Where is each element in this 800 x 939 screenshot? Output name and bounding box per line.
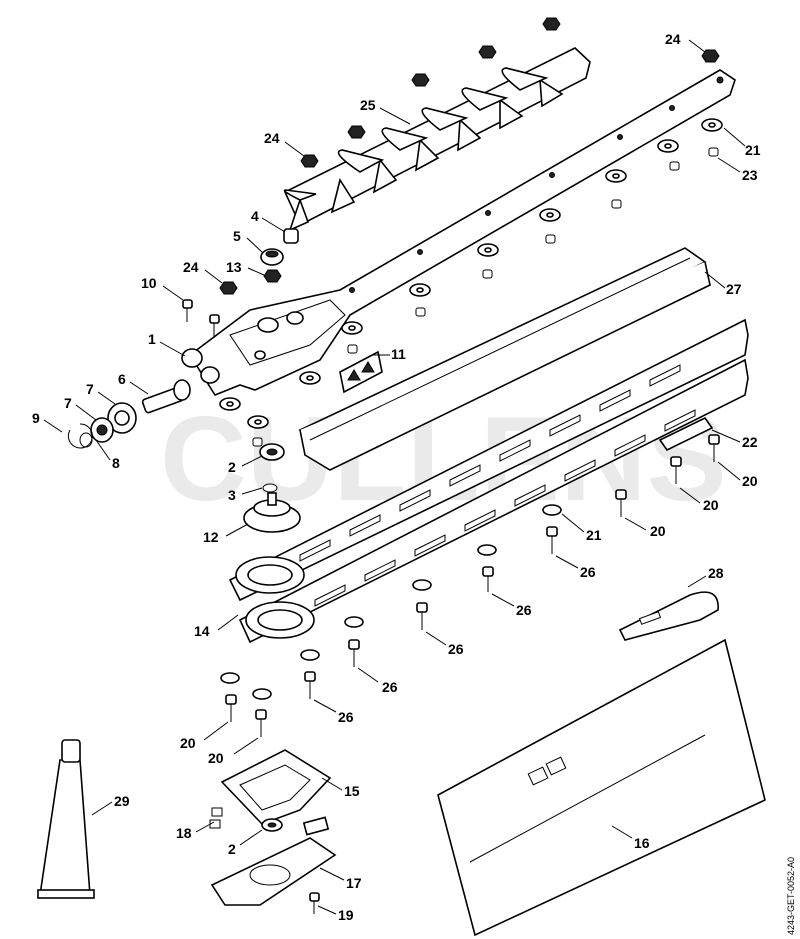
callout-15: 15 [344, 783, 360, 799]
callout-8: 8 [112, 455, 120, 471]
callout-2-lower: 2 [228, 841, 236, 857]
callout-20-left-a: 20 [180, 735, 196, 751]
callout-27: 27 [726, 281, 742, 297]
callout-28: 28 [708, 565, 724, 581]
plug-and-cap [260, 228, 299, 266]
callout-6: 6 [118, 371, 126, 387]
callout-22: 22 [742, 434, 758, 450]
warning-label [339, 350, 383, 394]
callout-20-right-a: 20 [742, 473, 758, 489]
callout-2-upper: 2 [228, 459, 236, 475]
callout-5: 5 [233, 228, 241, 244]
callout-13: 13 [226, 259, 242, 275]
blade-bar [298, 247, 711, 471]
callout-19: 19 [338, 907, 354, 923]
washer-group [219, 118, 723, 447]
callout-7-lower: 7 [64, 395, 72, 411]
callout-26-a: 26 [580, 564, 596, 580]
callout-20-left-b: 20 [208, 750, 224, 766]
cover-plate [209, 807, 337, 914]
callout-21-top: 21 [745, 142, 761, 158]
cutting-blade-upper [228, 318, 749, 602]
bearing-and-ring [259, 443, 285, 493]
callout-4: 4 [251, 208, 259, 224]
screw-group-top [182, 299, 220, 338]
callout-9: 9 [32, 410, 40, 426]
plate [658, 416, 714, 452]
callout-10: 10 [141, 275, 157, 291]
callout-layer: 24 21 23 25 24 4 5 24 13 27 10 1 11 6 7 … [32, 31, 761, 923]
callout-14: 14 [194, 623, 210, 639]
document-reference: 4243-GET-0052-A0 [786, 857, 796, 935]
callout-26-c: 26 [448, 641, 464, 657]
hex-nut-group [219, 17, 720, 295]
callout-20-right-c: 20 [650, 523, 666, 539]
gasket [220, 749, 332, 825]
callout-25: 25 [360, 97, 376, 113]
callout-23: 23 [742, 167, 758, 183]
cutting-blade-lower [238, 358, 749, 644]
callout-24-top-right: 24 [665, 31, 681, 47]
callout-18: 18 [176, 825, 192, 841]
scabbard [437, 638, 766, 937]
callout-21-lower: 21 [586, 527, 602, 543]
callout-24-mid: 24 [264, 130, 280, 146]
eccentric-disc [243, 492, 301, 533]
callout-29: 29 [114, 793, 130, 809]
callout-3: 3 [228, 487, 236, 503]
pinion-assembly [67, 379, 191, 449]
screw-group-lower [220, 434, 720, 737]
callout-16: 16 [634, 835, 650, 851]
callout-17: 17 [346, 875, 362, 891]
callout-26-e: 26 [338, 709, 354, 725]
cutter-guard-comb [283, 47, 591, 232]
callout-1: 1 [148, 331, 156, 347]
gear-housing-bar [181, 69, 736, 396]
callout-7-upper: 7 [86, 381, 94, 397]
callout-20-right-b: 20 [703, 497, 719, 513]
callout-26-b: 26 [516, 602, 532, 618]
callout-11: 11 [391, 346, 406, 362]
callout-12: 12 [203, 529, 219, 545]
callout-26-d: 26 [382, 679, 398, 695]
grease-tube [37, 739, 95, 899]
blade-guard [618, 591, 719, 641]
callout-24-left: 24 [183, 259, 199, 275]
